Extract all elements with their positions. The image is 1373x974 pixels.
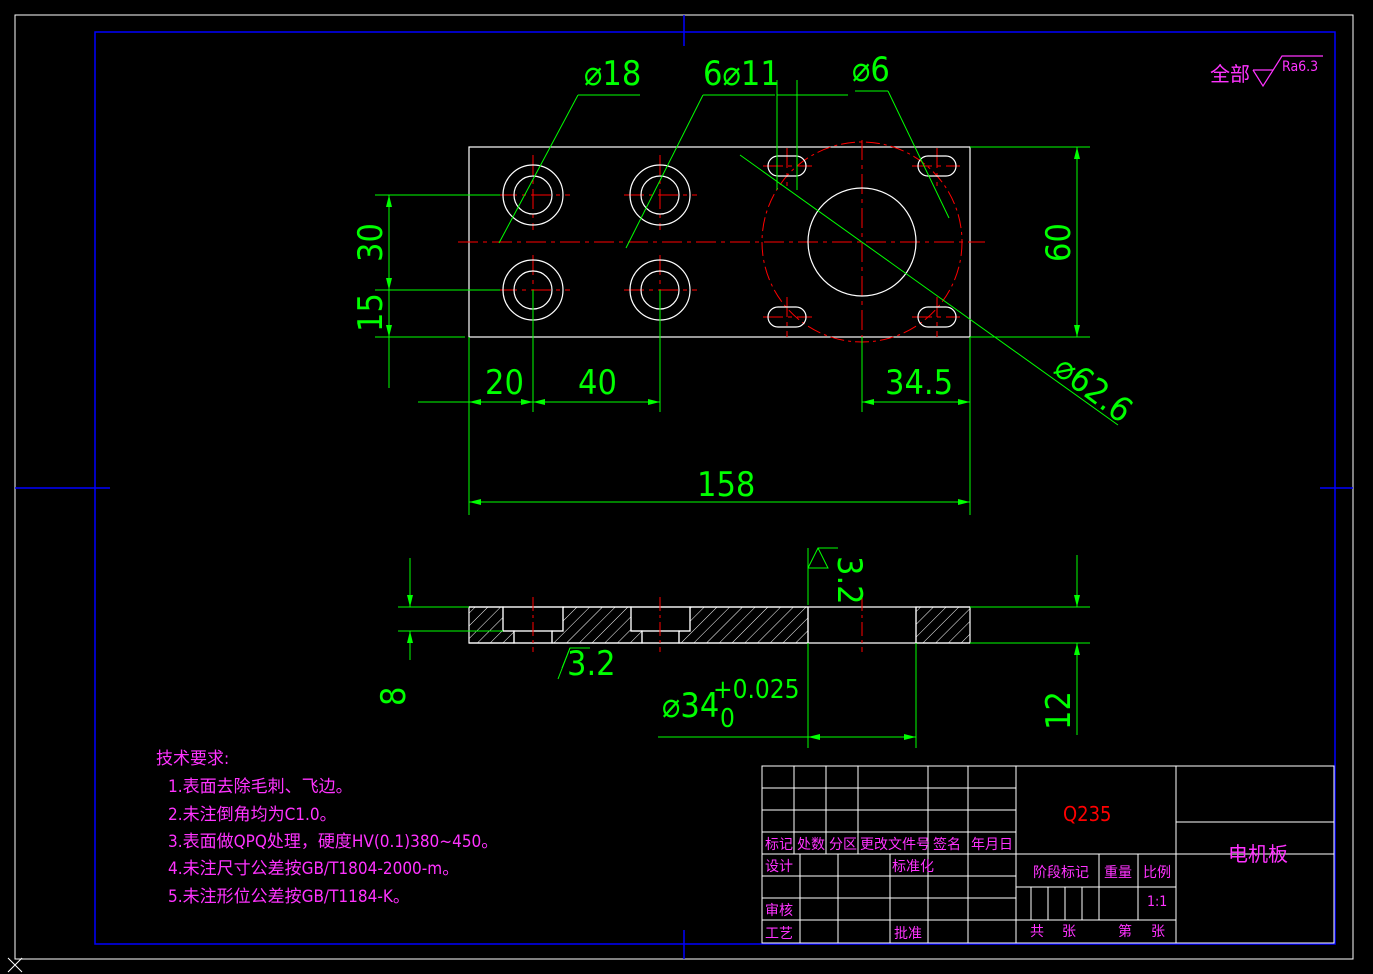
dim-h30: 30 (351, 223, 391, 262)
section-dimension-lines (398, 547, 1090, 748)
dim-h60: 60 (1039, 223, 1079, 262)
finish-label: 全部 (1210, 62, 1250, 86)
tb-sheets: 张 (1062, 924, 1076, 940)
title-block-grid (761, 765, 1335, 944)
tb-standard: 标准化 (892, 859, 934, 875)
tb-scale: 比例 (1143, 865, 1171, 881)
tb-drawing-title: 电机板 (1228, 842, 1288, 866)
dim-bore-upper: +0.025 (713, 675, 800, 705)
surface-finish-symbol: 全部 Ra6.3 (1210, 55, 1323, 88)
tb-design: 设计 (765, 859, 793, 875)
tb-process: 工艺 (765, 926, 793, 942)
dim-6d11: 6⌀11 (703, 54, 780, 94)
tech-item: 1.表面去除毛刺、飞边。 (168, 777, 353, 797)
tb-total: 共 (1030, 924, 1044, 940)
tech-requirements: 技术要求: 1.表面去除毛刺、飞边。 2.未注倒角均为C1.0。 3.表面做QP… (156, 749, 498, 907)
tb-label: 处数 (797, 837, 825, 853)
tb-label: 标记 (765, 837, 793, 853)
tb-material: Q235 (1063, 802, 1112, 826)
tech-title: 技术要求: (156, 749, 229, 769)
center-bore (807, 187, 917, 297)
roughness-bottom: 3.2 (567, 644, 616, 684)
dim-w34-5: 34.5 (885, 363, 953, 403)
top-view-dimension-text: ⌀18 6⌀11 ⌀6 ⌀62.6 60 30 15 20 40 34.5 15… (351, 50, 1140, 505)
tb-label: 更改文件号 (860, 837, 930, 853)
tb-sheet2: 张 (1151, 924, 1165, 940)
section-dimension-text: 8 12 ⌀34 +0.025 0 3.2 3.2 (374, 556, 1079, 734)
dim-w20: 20 (485, 363, 524, 403)
tech-item: 5.未注形位公差按GB/T1184-K。 (168, 887, 410, 907)
dim-d62-6: ⌀62.6 (1047, 347, 1140, 431)
dim-w158: 158 (697, 465, 755, 505)
tb-page: 第 (1118, 923, 1132, 940)
tb-approve: 批准 (894, 926, 922, 942)
tech-item: 3.表面做QPQ处理，硬度HV(0.1)380~450。 (168, 832, 498, 852)
dim-d18: ⌀18 (584, 54, 641, 94)
dim-bore-lower: 0 (720, 704, 735, 734)
tb-label: 分区 (829, 837, 857, 853)
tb-review: 审核 (765, 903, 793, 919)
mounting-slots (767, 155, 957, 328)
dim-h15: 15 (351, 293, 391, 332)
counterbore-holes (502, 164, 691, 321)
tech-item: 2.未注倒角均为C1.0。 (168, 805, 337, 825)
tb-label: 签名 (933, 836, 961, 853)
tb-weight: 重量 (1104, 865, 1132, 881)
dim-d6: ⌀6 (852, 50, 890, 90)
dim-t12: 12 (1039, 691, 1079, 730)
tb-stage: 阶段标记 (1033, 865, 1089, 881)
dim-bore: ⌀34 (662, 686, 719, 726)
title-block-text: 标记 处数 分区 更改文件号 签名 年月日 设计 标准化 审核 工艺 批准 阶段… (765, 802, 1288, 942)
tb-scale-value: 1:1 (1147, 894, 1167, 910)
dim-t8: 8 (374, 687, 414, 706)
top-view-dimension-lines (375, 80, 1119, 515)
tech-item: 4.未注尺寸公差按GB/T1804-2000-m。 (168, 859, 459, 879)
dim-w40: 40 (578, 363, 617, 403)
tb-label: 年月日 (971, 837, 1013, 853)
drawing-frame (7, 14, 1354, 973)
section-view (468, 597, 971, 652)
finish-value: Ra6.3 (1282, 59, 1318, 75)
roughness-top: 3.2 (829, 556, 869, 605)
